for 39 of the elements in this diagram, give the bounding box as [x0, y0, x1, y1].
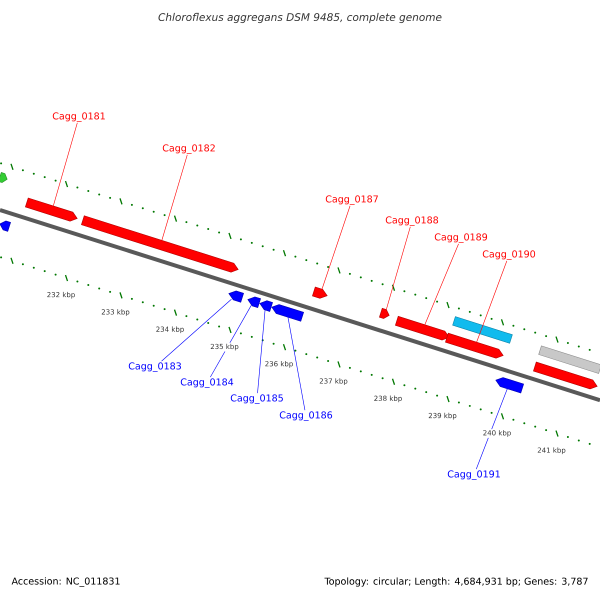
- gene-block: [271, 304, 304, 322]
- leader-line: [476, 260, 508, 342]
- leader-line: [162, 154, 188, 241]
- gene-label: Cagg_0188: [386, 216, 438, 226]
- gene-block: [495, 377, 524, 394]
- gene-label: Cagg_0184: [180, 378, 234, 388]
- gene-block: [25, 198, 78, 222]
- footer-text: Accession: NC_011831: [12, 577, 120, 587]
- gene-label: Cagg_0191: [448, 470, 500, 480]
- gene-label: Cagg_0189: [434, 233, 488, 243]
- leader-line: [322, 206, 350, 290]
- gene-block: [445, 332, 504, 358]
- gene-block: [379, 308, 390, 319]
- gene-block: [81, 215, 239, 272]
- gene-label: Cagg_0183: [128, 362, 181, 372]
- leader-line: [161, 298, 232, 362]
- gene-label: Cagg_0186: [280, 411, 332, 421]
- gene-block: [0, 172, 8, 183]
- gene-label: Cagg_0185: [230, 394, 283, 404]
- gene-label: Cagg_0181: [52, 112, 105, 122]
- gene-block: [312, 286, 328, 299]
- leader-line: [386, 226, 411, 310]
- footer-text: Topology: circular; Length: 4,684,931 bp; Genes: 3,787: [324, 577, 588, 587]
- leader-line: [424, 244, 459, 326]
- leader-line: [53, 122, 78, 206]
- gene-block: [533, 362, 598, 390]
- gene-block: [228, 290, 244, 303]
- gene-label: Cagg_0190: [482, 250, 536, 260]
- leader-line: [257, 310, 266, 394]
- title: Chloroflexus aggregans DSM 9485, complete genome: [158, 12, 442, 24]
- gene-block: [259, 300, 273, 312]
- gene-bar: [452, 316, 513, 344]
- gene-label: Cagg_0187: [326, 195, 378, 205]
- leader-line: [476, 388, 508, 470]
- leader-line: [210, 305, 252, 378]
- gene-block: [0, 220, 11, 232]
- gene-bar: [538, 346, 600, 374]
- gene-label: Cagg_0182: [162, 144, 215, 154]
- leader-line: [288, 316, 306, 410]
